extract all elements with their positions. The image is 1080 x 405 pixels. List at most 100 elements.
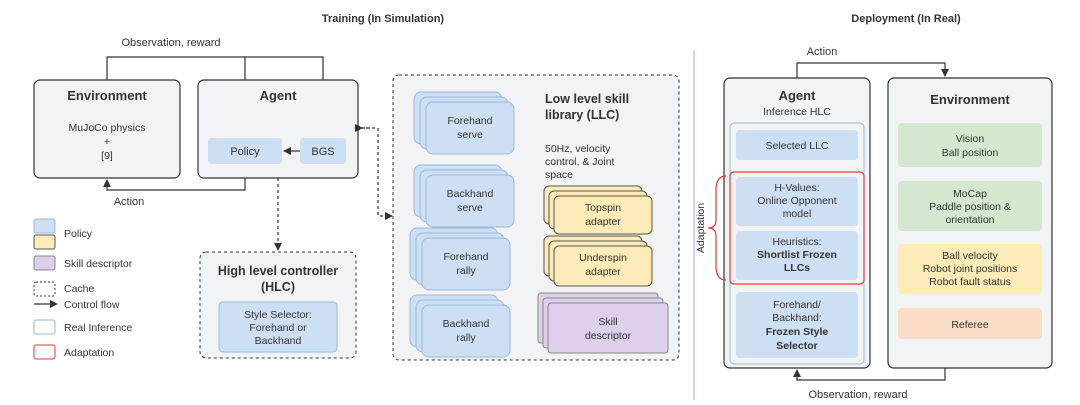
frozen-selector-line3: Frozen Style bbox=[766, 326, 829, 338]
deployment-agent-subtitle: Inference HLC bbox=[763, 106, 831, 118]
legend-cache-swatch bbox=[33, 281, 56, 297]
hvalues-line3: model bbox=[783, 208, 812, 220]
deployment-observation-flow bbox=[793, 367, 946, 381]
mocap-line2: Paddle position & bbox=[929, 201, 1011, 213]
backhand-serve-line2: serve bbox=[457, 202, 483, 214]
style-selector-line3: Backhand bbox=[255, 335, 302, 347]
legend-policy-yellow-swatch bbox=[33, 234, 56, 250]
heuristics-line2: Shortlist Frozen bbox=[757, 249, 837, 261]
llc-desc-line3: space bbox=[545, 169, 573, 181]
underspin-adapter-stack: Underspin adapter bbox=[543, 235, 653, 287]
heuristics-line3: LLCs bbox=[784, 262, 810, 274]
forehand-rally-line1: Forehand bbox=[444, 251, 489, 263]
backhand-rally-line1: Backhand bbox=[443, 318, 490, 330]
forehand-serve-line1: Forehand bbox=[448, 115, 493, 127]
llc-desc-line2: control, & Joint bbox=[545, 156, 615, 168]
deployment-action-flow bbox=[796, 62, 949, 78]
legend-adaptation-swatch bbox=[33, 344, 56, 360]
style-selector-box bbox=[218, 301, 338, 353]
underspin-line2: adapter bbox=[585, 266, 621, 278]
referee-box bbox=[898, 308, 1042, 339]
skill-descriptor-line2: descriptor bbox=[585, 330, 632, 342]
deployment-environment-title: Environment bbox=[930, 92, 1010, 107]
bgs-box bbox=[300, 138, 346, 164]
mocap-box bbox=[898, 181, 1042, 231]
ball-line1: Ball velocity bbox=[942, 250, 998, 262]
backhand-rally-stack: Backhand rally bbox=[409, 294, 511, 358]
legend-policy: Policy bbox=[64, 228, 93, 240]
adaptation-brace: Adaptation bbox=[695, 175, 727, 281]
legend-adaptation: Adaptation bbox=[64, 347, 114, 359]
adaptation-side-label: Adaptation bbox=[695, 203, 707, 253]
training-agent: Agent Policy BGS bbox=[197, 79, 359, 179]
selected-llc-label: Selected LLC bbox=[765, 140, 828, 152]
legend-real-inference: Real Inference bbox=[64, 322, 132, 334]
deployment-title: Deployment (In Real) bbox=[851, 13, 961, 25]
training-observation-label: Observation, reward bbox=[121, 37, 220, 49]
llc-title-line1: Low level skill bbox=[545, 92, 629, 106]
training-action-label: Action bbox=[114, 196, 145, 208]
training-environment: Environment MuJoCo physics + [9] bbox=[33, 79, 181, 179]
hlc-container: High level controller (HLC) Style Select… bbox=[199, 251, 357, 359]
training-environment-line3: [9] bbox=[101, 150, 113, 162]
ball-line2: Robot joint positions bbox=[923, 263, 1018, 275]
frozen-selector-line1: Forehand/ bbox=[773, 299, 821, 311]
hvalues-line1: H-Values: bbox=[774, 182, 819, 194]
agent-to-llc-cache-arrow bbox=[360, 127, 393, 220]
deployment-agent: Agent Inference HLC Selected LLC H-Value… bbox=[723, 77, 871, 369]
mocap-line3: orientation bbox=[945, 214, 994, 226]
policy-label: Policy bbox=[230, 146, 260, 158]
ball-line3: Robot fault status bbox=[929, 276, 1011, 288]
forehand-rally-line2: rally bbox=[456, 265, 476, 277]
legend-skill-swatch bbox=[33, 255, 56, 271]
hlc-title-line2: (HLC) bbox=[261, 280, 295, 294]
heuristics-line1: Heuristics: bbox=[772, 236, 821, 248]
underspin-line1: Underspin bbox=[579, 252, 627, 264]
deployment-agent-title: Agent bbox=[779, 88, 817, 103]
legend-skill-descriptor: Skill descriptor bbox=[64, 258, 133, 270]
llc-library: Low level skill library (LLC) 50Hz, velo… bbox=[392, 74, 680, 361]
legend-control-flow: Control flow bbox=[64, 299, 120, 311]
frozen-selector-line4: Selector bbox=[776, 340, 817, 352]
backhand-serve-stack: Backhand serve bbox=[413, 164, 515, 228]
mocap-line1: MoCap bbox=[953, 188, 987, 200]
adaptation-frame bbox=[729, 171, 865, 285]
bgs-label: BGS bbox=[311, 146, 334, 158]
vision-line1: Vision bbox=[956, 133, 985, 145]
legend-cache: Cache bbox=[64, 283, 95, 295]
forehand-serve-line2: serve bbox=[457, 129, 483, 141]
topspin-line2: adapter bbox=[585, 216, 621, 228]
vision-box bbox=[898, 123, 1042, 167]
ball-velocity-box bbox=[898, 244, 1042, 294]
training-environment-title: Environment bbox=[67, 88, 147, 103]
llc-title-line2: library (LLC) bbox=[545, 108, 619, 122]
training-environment-line1: MuJoCo physics bbox=[68, 122, 145, 134]
deployment-action-label: Action bbox=[807, 46, 838, 58]
legend-real-inference-swatch bbox=[33, 319, 56, 335]
skill-descriptor-stack: Skill descriptor bbox=[537, 292, 669, 354]
topspin-line1: Topspin bbox=[585, 202, 621, 214]
backhand-rally-line2: rally bbox=[456, 332, 476, 344]
llc-desc-line1: 50Hz, velocity bbox=[545, 143, 611, 155]
frozen-selector-line2: Backhand: bbox=[772, 312, 822, 324]
forehand-serve-stack: Forehand serve bbox=[413, 91, 515, 155]
deployment-environment: Environment Vision Ball position MoCap P… bbox=[887, 77, 1053, 369]
training-environment-line2: + bbox=[104, 136, 110, 148]
legend-policy-blue-swatch bbox=[33, 218, 56, 234]
skill-descriptor-line1: Skill bbox=[598, 316, 617, 328]
selected-llc-box bbox=[736, 130, 858, 160]
legend: Policy Skill descriptor Cache Control fl… bbox=[33, 218, 133, 360]
backhand-serve-line1: Backhand bbox=[447, 188, 494, 200]
heuristics-box bbox=[736, 231, 858, 280]
deployment-observation-label: Observation, reward bbox=[808, 389, 907, 401]
style-selector-frozen-box bbox=[736, 292, 858, 358]
policy-box bbox=[208, 138, 282, 164]
referee-label: Referee bbox=[951, 319, 989, 331]
hlc-title-line1: High level controller bbox=[218, 264, 338, 278]
hvalues-line2: Online Opponent bbox=[757, 195, 836, 207]
training-agent-title: Agent bbox=[260, 88, 298, 103]
training-title: Training (In Simulation) bbox=[322, 13, 445, 25]
style-selector-line1: Style Selector: bbox=[244, 309, 312, 321]
style-selector-line2: Forehand or bbox=[249, 322, 307, 334]
